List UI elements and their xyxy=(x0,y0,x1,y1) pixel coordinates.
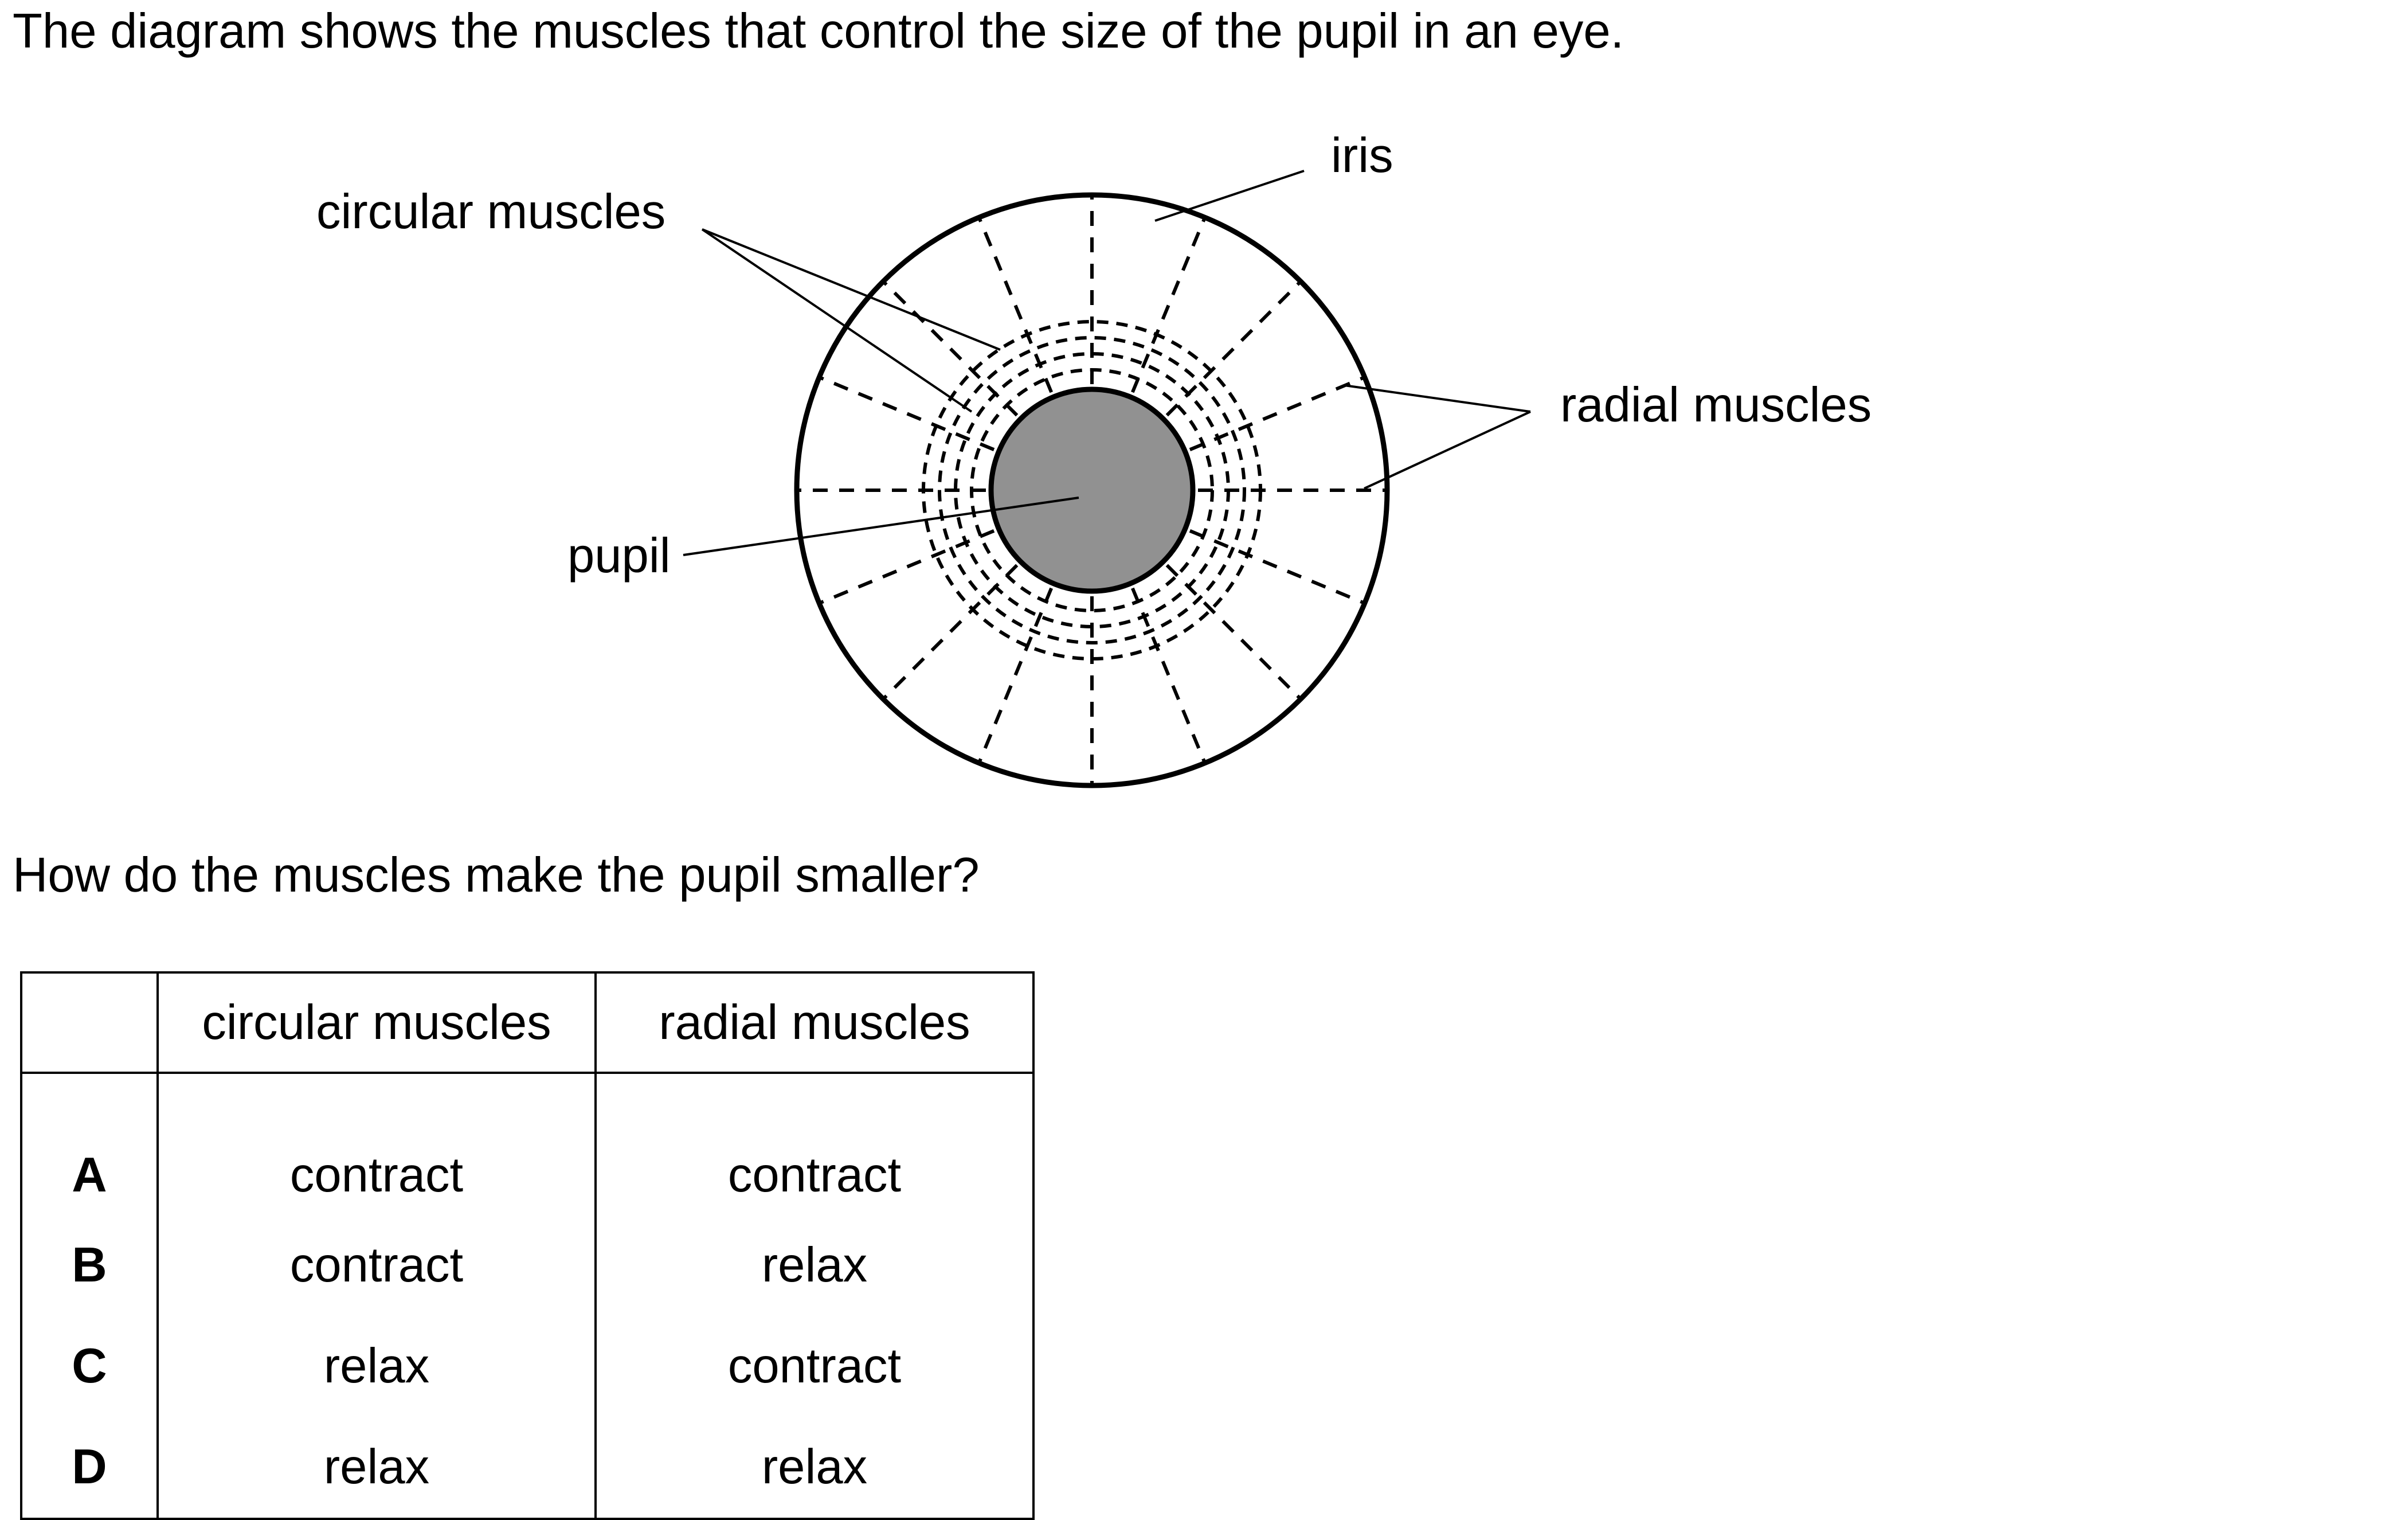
radial-muscle-spoke xyxy=(1131,218,1206,393)
option-circular: contract xyxy=(158,1215,597,1316)
option-radial: relax xyxy=(761,1238,868,1292)
eye-diagram: circular muscles iris radial muscles pup… xyxy=(316,128,1871,788)
option-letter: D xyxy=(22,1417,159,1518)
option-letter: A xyxy=(22,1073,159,1215)
iris-leader xyxy=(1154,170,1305,222)
question-text: How do the muscles make the pupil smalle… xyxy=(13,848,980,902)
circular-muscle-ring-3 xyxy=(938,336,1246,644)
option-row-b[interactable]: B contract relax xyxy=(22,1215,1032,1316)
radial-leader-1 xyxy=(1344,384,1531,413)
option-circular: relax xyxy=(158,1316,597,1417)
option-radial: relax xyxy=(761,1440,868,1494)
option-radial: contract xyxy=(727,1339,902,1393)
label-circular-muscles: circular muscles xyxy=(316,185,665,239)
table-header-row: circular muscles radial muscles xyxy=(22,974,1032,1074)
option-circular: relax xyxy=(158,1417,597,1518)
radial-muscle-spoke xyxy=(1189,376,1364,451)
label-pupil: pupil xyxy=(567,529,671,583)
option-row-d[interactable]: D relax relax xyxy=(22,1417,1032,1518)
radial-muscle-spoke xyxy=(1189,529,1364,604)
label-radial-muscles: radial muscles xyxy=(1560,378,1871,432)
radial-muscle-spoke xyxy=(820,529,995,604)
circular-muscle-ring-1 xyxy=(970,368,1214,612)
option-letter: B xyxy=(22,1215,159,1316)
radial-muscle-spoke xyxy=(978,218,1053,393)
answer-table: circular muscles radial muscles A contra… xyxy=(20,971,1035,1520)
option-letter: C xyxy=(22,1316,159,1417)
circular-leader-2 xyxy=(701,228,973,413)
table-header-circular: circular muscles xyxy=(158,974,597,1074)
circular-muscle-rings xyxy=(922,320,1262,661)
label-iris: iris xyxy=(1331,128,1393,183)
table-header-empty xyxy=(22,974,159,1074)
radial-leader-2 xyxy=(1364,411,1531,490)
option-row-a[interactable]: A contract contract xyxy=(22,1073,1032,1215)
pupil-shape xyxy=(988,386,1196,594)
circular-muscle-ring-2 xyxy=(954,352,1230,628)
option-radial: contract xyxy=(727,1148,902,1202)
table-header-radial: radial muscles xyxy=(596,974,1032,1074)
answer-table-grid: circular muscles radial muscles A contra… xyxy=(22,974,1032,1518)
iris-outline xyxy=(794,192,1390,788)
option-row-c[interactable]: C relax contract xyxy=(22,1316,1032,1417)
radial-muscle-spoke xyxy=(978,587,1053,763)
radial-muscle-spoke xyxy=(820,376,995,451)
circular-muscle-ring-4 xyxy=(922,320,1262,661)
circular-leader-1 xyxy=(702,228,1001,351)
option-circular: contract xyxy=(158,1073,597,1215)
question-stem: The diagram shows the muscles that contr… xyxy=(13,4,1624,58)
pupil-leader xyxy=(683,497,1079,556)
radial-muscle-spoke xyxy=(1131,587,1206,763)
